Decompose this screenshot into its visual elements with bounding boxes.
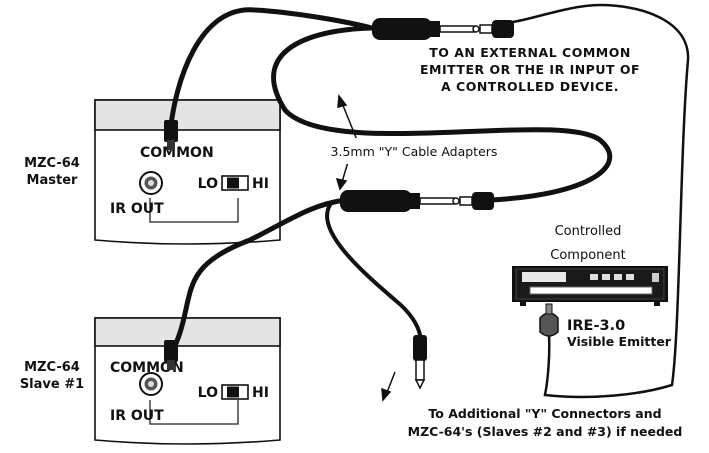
cables	[167, 3, 690, 399]
master-lo-hi-switch[interactable]	[221, 175, 249, 191]
master-lo-label: LO	[198, 176, 218, 192]
ir-emitter-icon	[539, 303, 559, 337]
emitter-description-label: Visible Emitter	[567, 334, 672, 349]
external-note-line2: EMITTER OR THE IR INPUT OF	[420, 62, 640, 77]
master-ir-out-label: IR OUT	[110, 201, 164, 217]
master-common-label: COMMON	[140, 145, 214, 161]
master-plug-icon	[164, 120, 178, 150]
slave-hi-label: HI	[252, 385, 269, 401]
master-model-label: MZC-64	[24, 156, 80, 171]
slave-lo-hi-switch[interactable]	[221, 384, 249, 400]
slave-common-label: COMMON	[110, 360, 184, 376]
external-note: TO AN EXTERNAL COMMON EMITTER OR THE IR …	[420, 45, 640, 94]
master-unit: COMMON IR OUT LO HI	[94, 99, 281, 245]
master-hi-label: HI	[252, 176, 269, 192]
top-y-adapter	[372, 18, 514, 40]
additional-plug-icon	[413, 335, 427, 390]
slave-role-label: Slave #1	[20, 377, 84, 392]
slave-ir-out-label: IR OUT	[110, 408, 164, 424]
external-note-line3: A CONTROLLED DEVICE.	[441, 79, 619, 94]
slave-model-label: MZC-64	[24, 360, 80, 375]
additional-note-line1: To Additional "Y" Connectors and	[428, 406, 661, 421]
additional-arrow-icon	[381, 371, 396, 402]
emitter-model-label: IRE-3.0	[567, 318, 625, 334]
controlled-component-icon	[512, 266, 668, 306]
slave-lo-label: LO	[198, 385, 218, 401]
master-role-label: Master	[27, 173, 78, 188]
additional-note: To Additional "Y" Connectors and MZC-64'…	[408, 406, 683, 439]
external-note-line1: TO AN EXTERNAL COMMON	[429, 45, 631, 60]
adapter-label-box	[300, 138, 528, 164]
bottom-y-adapter	[340, 190, 494, 212]
adapter-pointer-arrows	[335, 94, 358, 191]
controlled-component-line1: Controlled	[555, 224, 622, 239]
slave-unit: COMMON IR OUT LO HI	[94, 317, 281, 445]
additional-note-line2: MZC-64's (Slaves #2 and #3) if needed	[408, 424, 683, 439]
slave-plug-icon	[164, 340, 178, 370]
adapter-label: 3.5mm "Y" Cable Adapters	[331, 144, 498, 159]
controlled-component-line2: Component	[550, 248, 625, 263]
